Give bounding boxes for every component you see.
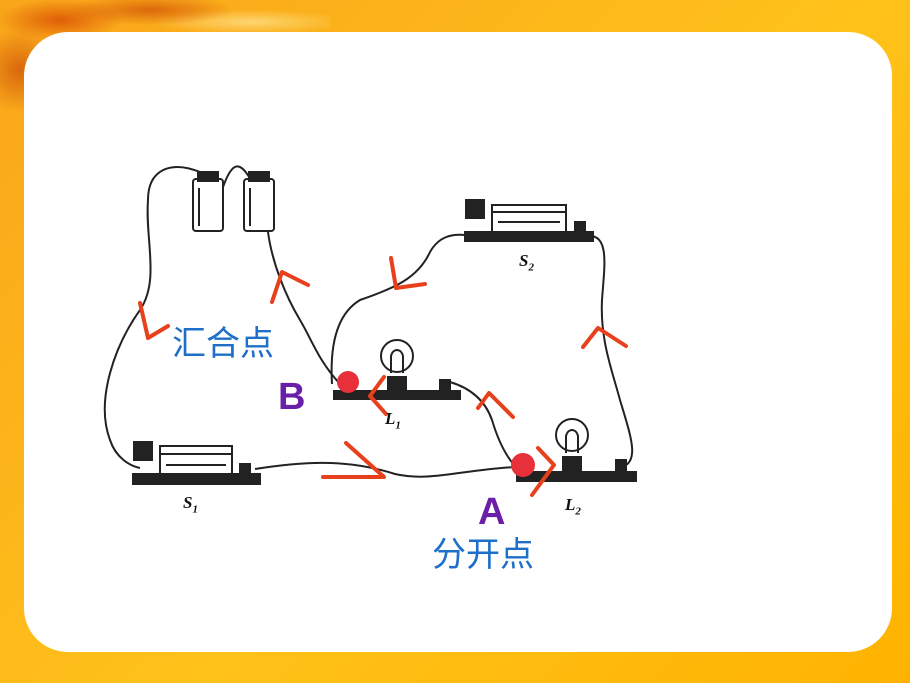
label-lamp-l2-sub: 2 <box>575 505 581 518</box>
label-switch-s1: S1 <box>183 494 198 515</box>
arrow-lamp1-lower <box>368 375 388 416</box>
arrow-lamp2-entry <box>530 446 556 497</box>
lamp-l2-socket <box>562 456 582 473</box>
lamp-l1-bulb <box>380 339 414 373</box>
battery-cell-right <box>243 178 275 232</box>
lamp-l1-post <box>439 379 451 392</box>
switch-s2-post <box>574 221 586 233</box>
switch-s1-knob <box>133 441 153 461</box>
lamp-l2-base <box>516 471 637 482</box>
wire-switch1-right <box>254 461 516 478</box>
arrow-lamp1-right <box>476 391 515 419</box>
battery-cap-left <box>197 171 219 182</box>
junction-dot-a <box>511 453 535 477</box>
label-point-b: B <box>278 376 306 418</box>
wire-switch2-right <box>589 235 634 469</box>
arrow-branch-upper <box>389 256 427 290</box>
label-junction-split: 分开点 <box>432 535 534 575</box>
junction-dot-b <box>337 371 359 393</box>
lamp-l1-base <box>333 390 461 400</box>
switch-s1-base <box>132 473 261 485</box>
current-arrows <box>138 256 628 497</box>
lamp-l1-filament <box>390 349 404 373</box>
wire-lamp1-right <box>449 381 516 467</box>
arrow-left-wire <box>138 301 170 340</box>
switch-s1 <box>132 441 261 485</box>
lamp-l2-filament <box>565 429 579 453</box>
label-switch-s1-sub: 1 <box>192 503 198 516</box>
label-switch-s2-letter: S <box>519 251 529 270</box>
label-switch-s2-sub: 2 <box>528 261 534 274</box>
lamp-l2-post <box>615 459 627 473</box>
label-junction-join: 汇合点 <box>172 324 274 364</box>
battery-cell-left <box>192 178 224 232</box>
switch-s1-body <box>159 445 233 475</box>
slide-panel <box>24 32 892 652</box>
label-point-a: A <box>478 491 506 533</box>
lamp-l2 <box>516 418 637 482</box>
switch-s2 <box>464 199 594 242</box>
switch-s2-body <box>491 204 567 233</box>
arrow-battery-return <box>270 270 310 304</box>
label-lamp-l1-sub: 1 <box>395 419 401 432</box>
label-lamp-l1: L1 <box>385 410 401 431</box>
label-switch-s1-letter: S <box>183 493 193 512</box>
switch-s2-knob <box>465 199 485 219</box>
lamp-l2-bulb <box>555 418 589 452</box>
lamp-l1 <box>333 339 461 400</box>
lamp-l1-socket <box>387 376 407 392</box>
label-lamp-l1-letter: L <box>385 409 396 428</box>
wire-battery-right <box>267 231 341 385</box>
switch-s1-post <box>239 463 251 475</box>
label-lamp-l2-letter: L <box>565 495 576 514</box>
label-lamp-l2: L2 <box>565 496 581 517</box>
label-switch-s2: S2 <box>519 252 534 273</box>
battery-cap-right <box>248 171 270 182</box>
battery-pair <box>192 171 275 232</box>
switch-s2-base <box>464 231 594 242</box>
wire-battery-left <box>103 166 201 469</box>
arrow-s2-right-wire <box>581 326 628 349</box>
arrow-bottom-wire <box>321 441 386 479</box>
